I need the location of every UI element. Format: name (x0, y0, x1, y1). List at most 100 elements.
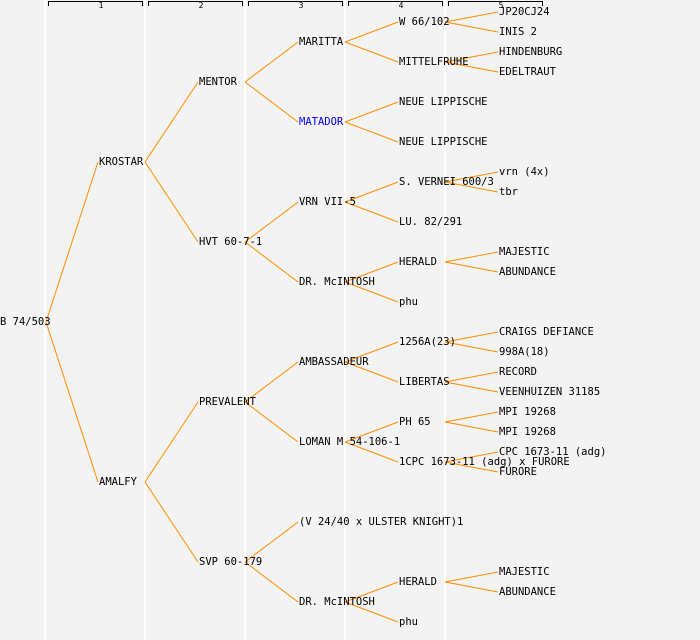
generation-bracket (448, 1, 543, 6)
pedigree-node-gen5[interactable]: ABUNDANCE (499, 266, 556, 278)
generation-bracket (48, 1, 143, 6)
connector-line (444, 171, 499, 183)
connector-line (444, 251, 499, 263)
pedigree-node-gen2[interactable]: MENTOR (199, 76, 237, 88)
connector-line (244, 401, 299, 443)
pedigree-node-gen5[interactable]: INIS 2 (499, 26, 537, 38)
connector-line (344, 281, 399, 303)
connector-line (344, 581, 399, 603)
connector-line (344, 101, 399, 123)
column-divider (444, 0, 446, 640)
pedigree-node-gen5[interactable]: VEENHUIZEN 31185 (499, 386, 601, 398)
connector-line (444, 371, 499, 383)
connector-line (444, 571, 499, 583)
pedigree-node-gen3[interactable]: VRN VII-5 (299, 196, 356, 208)
generation-bracket (348, 1, 443, 6)
pedigree-node-gen1[interactable]: KROSTAR (99, 156, 144, 168)
column-divider (144, 0, 146, 640)
pedigree-node-gen5[interactable]: MAJESTIC (499, 246, 550, 258)
pedigree-node-gen5[interactable]: RECORD (499, 366, 537, 378)
pedigree-node-gen5[interactable]: MPI 19268 (499, 426, 556, 438)
column-divider (44, 0, 46, 640)
pedigree-node-gen5[interactable]: tbr (499, 186, 518, 198)
pedigree-node-gen4[interactable]: 1CPC 1673-11 (adg) x FURORE (399, 456, 570, 468)
generation-number: 5 (498, 1, 504, 10)
connector-line (444, 61, 499, 73)
connector-line (444, 421, 499, 433)
pedigree-node-gen3[interactable]: LOMAN M 54-106-1 (299, 436, 401, 448)
connector-line (344, 121, 399, 143)
connector-line (344, 21, 399, 43)
connector-line (244, 81, 299, 123)
connector-line (444, 11, 499, 23)
connector-line (444, 181, 499, 193)
connector-line (444, 331, 499, 343)
pedigree-node-gen4[interactable]: HERALD (399, 576, 437, 588)
pedigree-node-gen4[interactable]: MITTELFRUHE (399, 56, 469, 68)
generation-number: 4 (398, 1, 404, 10)
pedigree-node-gen5[interactable]: JP20CJ24 (499, 6, 550, 18)
connector-line (244, 201, 299, 243)
connector-line (444, 341, 499, 353)
pedigree-node-gen5[interactable]: MAJESTIC (499, 566, 550, 578)
connector-line (45, 161, 99, 323)
connector-line (444, 381, 499, 393)
column-divider (344, 0, 346, 640)
pedigree-node-gen5[interactable]: 998A(18) (499, 346, 550, 358)
connector-line (444, 411, 499, 423)
pedigree-node-gen4[interactable]: NEUE LIPPISCHE (399, 136, 488, 148)
pedigree-root[interactable]: B 74/503 (0, 316, 51, 328)
pedigree-node-gen4[interactable]: phu (399, 616, 418, 628)
connector-line (244, 561, 299, 603)
connector-line (444, 51, 499, 63)
pedigree-node-gen3[interactable]: MATADOR (299, 116, 344, 128)
connector-line (344, 41, 399, 63)
connector-line (344, 421, 399, 443)
pedigree-node-gen5[interactable]: MPI 19268 (499, 406, 556, 418)
pedigree-node-gen4[interactable]: phu (399, 296, 418, 308)
pedigree-node-gen2[interactable]: HVT 60-7-1 (199, 236, 263, 248)
generation-bracket (148, 1, 243, 6)
pedigree-node-gen4[interactable]: HERALD (399, 256, 437, 268)
connector-line (144, 81, 199, 163)
connector-line (344, 201, 399, 223)
pedigree-node-gen5[interactable]: EDELTRAUT (499, 66, 556, 78)
connector-line (444, 21, 499, 33)
connector-line (344, 601, 399, 623)
connector-line (244, 241, 299, 283)
pedigree-node-gen4[interactable]: W 66/102 (399, 16, 450, 28)
generation-number: 2 (198, 1, 204, 10)
pedigree-node-gen3[interactable]: MARITTA (299, 36, 344, 48)
connector-line (344, 361, 399, 383)
pedigree-node-gen3[interactable]: AMBASSADEUR (299, 356, 369, 368)
pedigree-node-gen5[interactable]: vrn (4x) (499, 166, 550, 178)
pedigree-node-gen4[interactable]: PH 65 (399, 416, 431, 428)
pedigree-node-gen5[interactable]: CRAIGS DEFIANCE (499, 326, 594, 338)
pedigree-node-gen4[interactable]: NEUE LIPPISCHE (399, 96, 488, 108)
pedigree-node-gen5[interactable]: CPC 1673-11 (adg) (499, 446, 607, 458)
connector-line (244, 521, 299, 563)
connector-line (444, 581, 499, 593)
connector-line (144, 481, 199, 563)
pedigree-node-gen5[interactable]: FURORE (499, 466, 537, 478)
pedigree-node-gen2[interactable]: PREVALENT (199, 396, 256, 408)
pedigree-node-gen4[interactable]: LU. 82/291 (399, 216, 463, 228)
pedigree-node-gen1[interactable]: AMALFY (99, 476, 137, 488)
connector-line (444, 461, 499, 473)
connector-line (344, 181, 399, 203)
pedigree-node-gen2[interactable]: SVP 60-179 (199, 556, 263, 568)
connector-line (244, 361, 299, 403)
pedigree-node-gen3[interactable]: DR. McINTOSH (299, 596, 375, 608)
connector-line (444, 451, 499, 463)
generation-bracket (248, 1, 343, 6)
pedigree-node-gen3[interactable]: DR. McINTOSH (299, 276, 375, 288)
generation-number: 1 (98, 1, 104, 10)
pedigree-node-gen3[interactable]: (V 24/40 x ULSTER KNIGHT)1 (299, 516, 464, 528)
connector-line (144, 401, 199, 483)
pedigree-node-gen4[interactable]: 1256A(23) (399, 336, 456, 348)
pedigree-node-gen5[interactable]: HINDENBURG (499, 46, 563, 58)
pedigree-node-gen4[interactable]: S. VERNEI 600/3 (399, 176, 494, 188)
pedigree-node-gen5[interactable]: ABUNDANCE (499, 586, 556, 598)
pedigree-node-gen4[interactable]: LIBERTAS (399, 376, 450, 388)
